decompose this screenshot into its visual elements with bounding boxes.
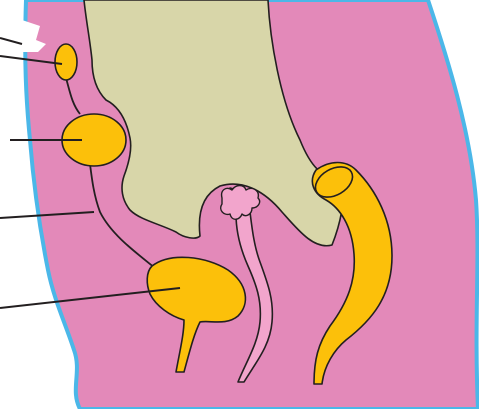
small-upper-organ: [55, 44, 77, 80]
leader-line-top: [0, 38, 22, 44]
